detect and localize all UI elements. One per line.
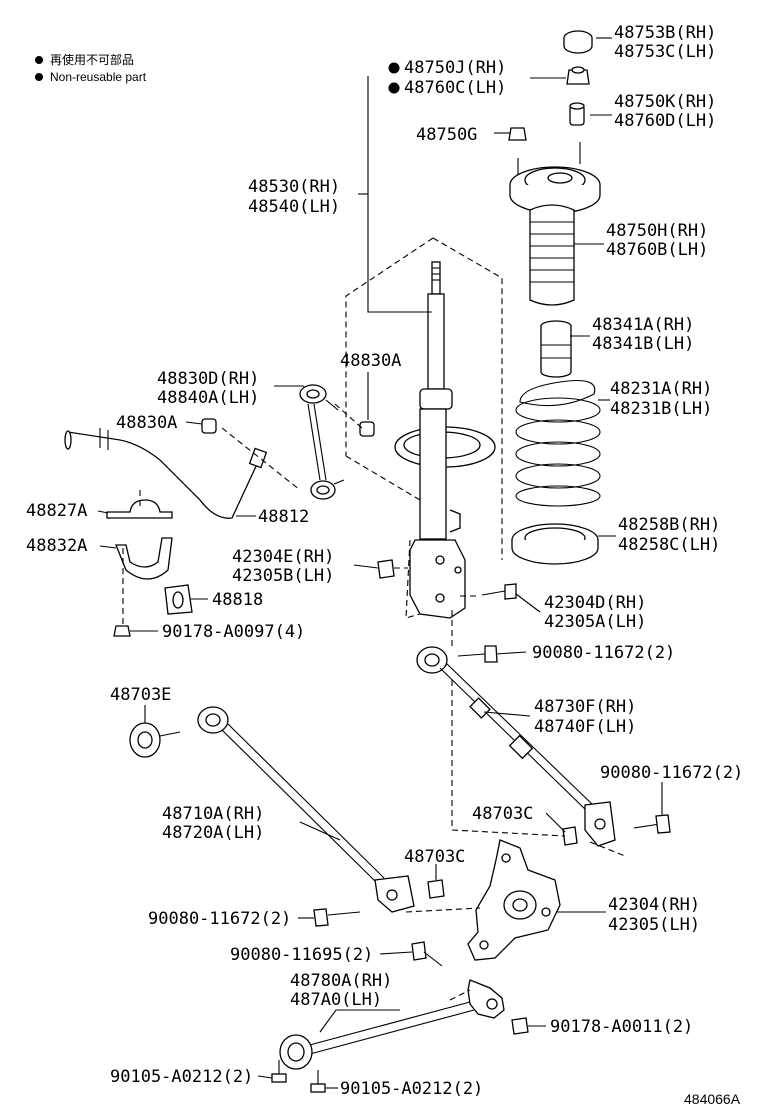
part-label-48710A[interactable]: 48710A(RH)48720A(LH)	[162, 804, 264, 843]
trailing-arm	[279, 979, 505, 1070]
part-label-48341[interactable]: 48341A(RH)48341B(LH)	[592, 315, 694, 354]
legend-line-2: Non-reusable part	[50, 70, 147, 84]
part-label-42304[interactable]: 42304(RH)42305(LH)	[608, 895, 700, 935]
part-label-90080-11672-right[interactable]: 90080-11672(2)	[600, 763, 743, 783]
upper-support	[509, 142, 601, 214]
stabilizer-bracket-48827A	[106, 499, 173, 519]
legend-line-1: 再使用不可部品	[50, 52, 134, 67]
part-labels: 48753B(RH)48753C(LH) 48750J(RH)48760C(LH…	[26, 23, 743, 1099]
part-label-90080-11695[interactable]: 90080-11695(2)	[230, 945, 373, 965]
part-label-90105-A0212-left[interactable]: 90105-A0212(2)	[110, 1067, 253, 1087]
trailing-arm-nut	[511, 1017, 529, 1035]
stabilizer-nut-left	[201, 418, 217, 434]
coil-spring	[515, 379, 601, 507]
part-label-90080-11672-lower[interactable]: 90080-11672(2)	[148, 909, 291, 929]
part-label-48258[interactable]: 48258B(RH)48258C(LH)	[618, 515, 720, 555]
trailing-arm-bolt-right	[310, 1070, 326, 1093]
part-label-42304E[interactable]: 42304E(RH)42305B(LH)	[232, 547, 334, 586]
part-label-48832A[interactable]: 48832A	[26, 536, 87, 556]
part-label-48703E[interactable]: 48703E	[110, 685, 171, 705]
arm-bushing-lower	[427, 879, 445, 899]
part-label-90105-A0212-right[interactable]: 90105-A0212(2)	[340, 1079, 483, 1099]
legend: 再使用不可部品 Non-reusable part	[34, 52, 147, 84]
part-label-48830A-top[interactable]: 48830A	[340, 351, 401, 371]
non-reusable-bullet-icon	[388, 62, 400, 74]
part-label-48750J[interactable]: 48750J(RH)48760C(LH)	[404, 58, 506, 98]
part-label-48750G[interactable]: 48750G	[416, 125, 477, 145]
arm-bushing-right	[562, 826, 578, 846]
legend-bullet-icon	[34, 72, 44, 82]
bracket-nut	[113, 625, 131, 637]
part-label-48812[interactable]: 48812	[258, 507, 309, 527]
part-label-48750H[interactable]: 48750H(RH)48760B(LH)	[606, 221, 708, 260]
legend-bullet-icon	[34, 55, 44, 65]
part-label-90080-11672-upper[interactable]: 90080-11672(2)	[532, 643, 675, 663]
figure-id: 484066A	[684, 1091, 741, 1107]
part-label-42304D[interactable]: 42304D(RH)42305A(LH)	[544, 593, 646, 632]
part-label-48818[interactable]: 48818	[212, 590, 263, 610]
stabilizer-nut-top	[359, 421, 375, 437]
lower-arm	[197, 706, 415, 913]
stabilizer-bracket-48832A	[115, 537, 173, 580]
toe-control-arm	[416, 646, 616, 847]
part-label-48780A[interactable]: 48780A(RH)487A0(LH)	[290, 971, 392, 1010]
strut-bolt	[481, 583, 517, 600]
strut-dust-cap	[563, 30, 593, 54]
arm-bushing-48703E	[129, 722, 181, 758]
strut-cushion	[569, 102, 585, 126]
lower-arm-bolt	[313, 908, 361, 927]
part-label-48730F[interactable]: 48730F(RH)48740F(LH)	[534, 697, 636, 737]
knuckle-bolt	[411, 941, 443, 967]
part-label-90178-A0097[interactable]: 90178-A0097(4)	[162, 622, 305, 642]
part-label-48830A-left[interactable]: 48830A	[116, 413, 177, 433]
part-label-48231[interactable]: 48231A(RH)48231B(LH)	[610, 379, 712, 419]
part-label-48703C-right[interactable]: 48703C	[472, 804, 533, 824]
toe-arm-bolt-lower	[633, 814, 671, 834]
part-label-90178-A0011[interactable]: 90178-A0011(2)	[550, 1017, 693, 1037]
dust-boot	[529, 204, 575, 306]
shock-absorber	[394, 261, 496, 619]
part-label-48703C-lower[interactable]: 48703C	[404, 847, 465, 867]
part-label-48830D[interactable]: 48830D(RH)48840A(LH)	[157, 369, 259, 408]
part-label-48827A[interactable]: 48827A	[26, 501, 87, 521]
small-nut	[508, 127, 527, 141]
parts-drawing	[64, 30, 671, 1093]
bump-stopper	[540, 320, 572, 378]
stabilizer-bar	[64, 428, 268, 519]
part-label-48753B[interactable]: 48753B(RH)48753C(LH)	[614, 23, 716, 62]
stabilizer-link	[299, 384, 345, 500]
part-label-48750K[interactable]: 48750K(RH)48760D(LH)	[614, 92, 716, 131]
strut-bushing	[377, 559, 395, 579]
strut-nut	[566, 66, 590, 85]
toe-arm-bolt-upper	[457, 645, 498, 663]
part-label-48530[interactable]: 48530(RH)48540(LH)	[248, 177, 340, 217]
lower-insulator	[511, 523, 599, 565]
stabilizer-bushing	[164, 584, 193, 615]
non-reusable-bullet-icon	[388, 82, 400, 94]
rear-axle-carrier	[467, 839, 561, 961]
